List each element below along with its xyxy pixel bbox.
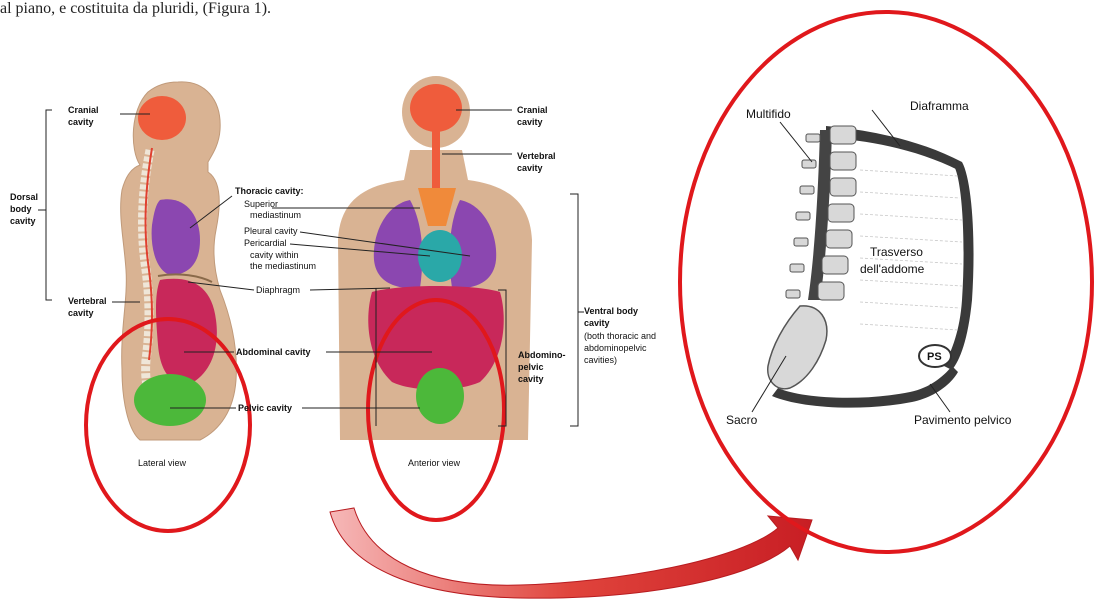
label-superior-2: mediastinum — [250, 210, 301, 220]
label-pelvic: Pelvic cavity — [238, 403, 292, 413]
label-dorsal-3: cavity — [10, 216, 36, 226]
anterior-view-figure — [338, 76, 532, 520]
label-lateral-view: Lateral view — [138, 458, 187, 468]
lateral-pelvic-cavity — [134, 374, 206, 426]
label-vertebral-left-1: Vertebral — [68, 296, 107, 306]
label-superior-1: Superior — [244, 199, 278, 209]
label-pavimento-pelvico: Pavimento pelvico — [914, 413, 1012, 427]
label-sacro: Sacro — [726, 413, 758, 427]
label-pericardial-3: the mediastinum — [250, 261, 316, 271]
anterior-pelvic-cavity — [416, 368, 464, 424]
label-pleural: Pleural cavity — [244, 226, 298, 236]
label-cranial-left-1: Cranial — [68, 105, 99, 115]
label-pericardial-2: cavity within — [250, 250, 299, 260]
label-ventral-note-1: (both thoracic and — [584, 331, 656, 341]
label-abdominopelvic-3: cavity — [518, 374, 544, 384]
label-vertebral-right-1: Vertebral — [517, 151, 556, 161]
label-trasverso-1: Trasverso — [870, 245, 923, 259]
label-ventral-2: cavity — [584, 318, 610, 328]
trasverso-wall — [944, 162, 974, 370]
label-trasverso-2: dell'addome — [860, 262, 925, 276]
curved-arrow — [330, 508, 812, 598]
label-ventral-note-2: abdominopelvic — [584, 343, 647, 353]
sacro-shape — [768, 306, 827, 389]
label-thoracic-cavity: Thoracic cavity: — [235, 186, 304, 196]
label-cranial-right-1: Cranial — [517, 105, 548, 115]
label-vertebral-right-2: cavity — [517, 163, 543, 173]
label-diaphragm: Diaphragm — [256, 285, 300, 295]
label-dorsal-2: body — [10, 204, 32, 214]
label-abdominal: Abdominal cavity — [236, 347, 311, 357]
label-cranial-left-2: cavity — [68, 117, 94, 127]
label-abdominopelvic-1: Abdomino- — [518, 350, 566, 360]
label-multifido: Multifido — [746, 107, 791, 121]
lateral-cranial-cavity — [138, 96, 186, 140]
core-highlight-ring — [680, 12, 1092, 552]
figure-labels: Dorsal body cavity Cranial cavity Verteb… — [10, 105, 656, 468]
anterior-cranial-cavity — [410, 84, 462, 132]
label-abdominopelvic-2: pelvic — [518, 362, 544, 372]
core-muscles-diagram: Multifido Diaframma Trasverso dell'addom… — [680, 12, 1092, 552]
label-anterior-view: Anterior view — [408, 458, 461, 468]
label-pericardial-1: Pericardial — [244, 238, 287, 248]
label-ventral-1: Ventral body — [584, 306, 638, 316]
label-vertebral-left-2: cavity — [68, 308, 94, 318]
label-cranial-right-2: cavity — [517, 117, 543, 127]
label-ventral-note-3: cavities) — [584, 355, 617, 365]
label-dorsal-1: Dorsal — [10, 192, 38, 202]
label-ps: PS — [927, 351, 942, 363]
label-diaframma: Diaframma — [910, 99, 969, 113]
